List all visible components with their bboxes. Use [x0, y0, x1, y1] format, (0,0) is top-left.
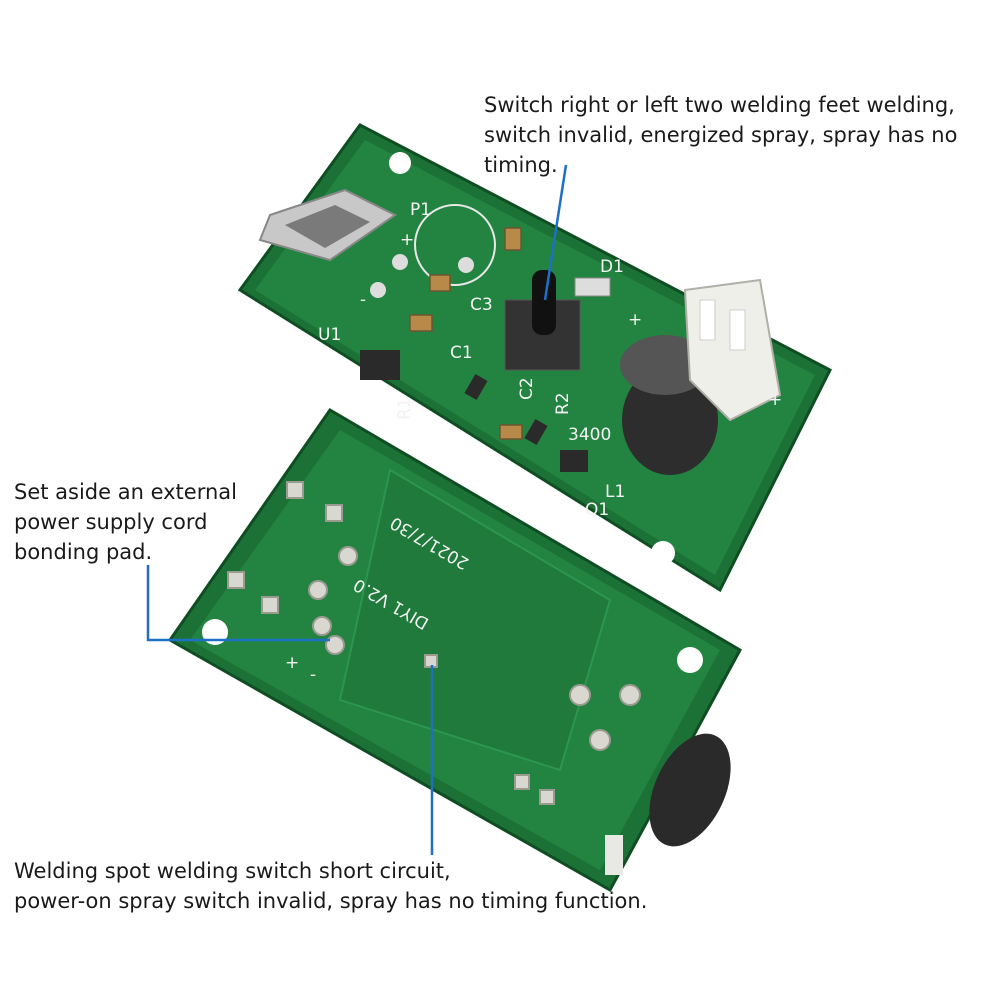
annotation-line: bonding pad. [14, 540, 153, 564]
inductor-back [649, 733, 731, 847]
micro-usb-port [258, 188, 397, 262]
silk-l1: L1 [605, 482, 625, 502]
mount-hole [677, 647, 703, 673]
transistor-q1 [560, 450, 588, 472]
silk-c2: C2 [517, 377, 537, 400]
annotation-line: switch invalid, energized spray, spray h… [484, 123, 958, 147]
callout-line-switch [543, 164, 568, 301]
silk-r1: R1 [395, 397, 415, 420]
annotation-line: Welding spot welding switch short circui… [14, 859, 451, 883]
silk-plus-led: + [628, 310, 642, 330]
annotation-line: power-on spray switch invalid, spray has… [14, 889, 648, 913]
silk-plus-usb: + [400, 230, 414, 250]
silk-plus-conn: + [768, 390, 782, 410]
mount-hole [389, 152, 411, 174]
annotation-line: Set aside an external [14, 480, 237, 504]
ic-u1 [360, 350, 400, 380]
annotation-line: timing. [484, 153, 558, 177]
mount-hole [651, 541, 675, 565]
silk-r2: R2 [553, 392, 573, 415]
tactile-switch [504, 270, 581, 371]
annotation-welding-spot: Welding spot welding switch short circui… [14, 856, 647, 916]
silk-c3: C3 [470, 295, 493, 315]
annotation-power-pad: Set aside an external power supply cord … [14, 477, 237, 567]
callout-line-pad [146, 565, 330, 642]
inductor-l1 [620, 335, 718, 475]
annotation-switch: Switch right or left two welding feet we… [484, 90, 957, 180]
silk-3400: 3400 [568, 425, 611, 445]
silk-d1: D1 [600, 257, 624, 277]
silk-q1: Q1 [585, 500, 609, 520]
mount-hole [202, 619, 228, 645]
silk-p1: P1 [410, 200, 431, 220]
silk-minus-usb: - [360, 290, 366, 310]
silk-c1: C1 [450, 343, 473, 363]
annotation-line: Switch right or left two welding feet we… [484, 93, 955, 117]
silkscreen-minus: - [310, 665, 316, 685]
annotation-line: power supply cord [14, 510, 208, 534]
jst-connector [683, 278, 782, 422]
led-d1 [574, 277, 611, 297]
silkscreen-plus: + [285, 653, 299, 673]
pcb-top-board: P1 D1 C3 C1 U1 R1 C2 R2 L1 Q1 3400 + - +… [237, 123, 833, 593]
silk-u1: U1 [318, 325, 341, 345]
pcb-bottom-board: DIY1 V2.0 2021/7/30 + - [167, 408, 743, 893]
